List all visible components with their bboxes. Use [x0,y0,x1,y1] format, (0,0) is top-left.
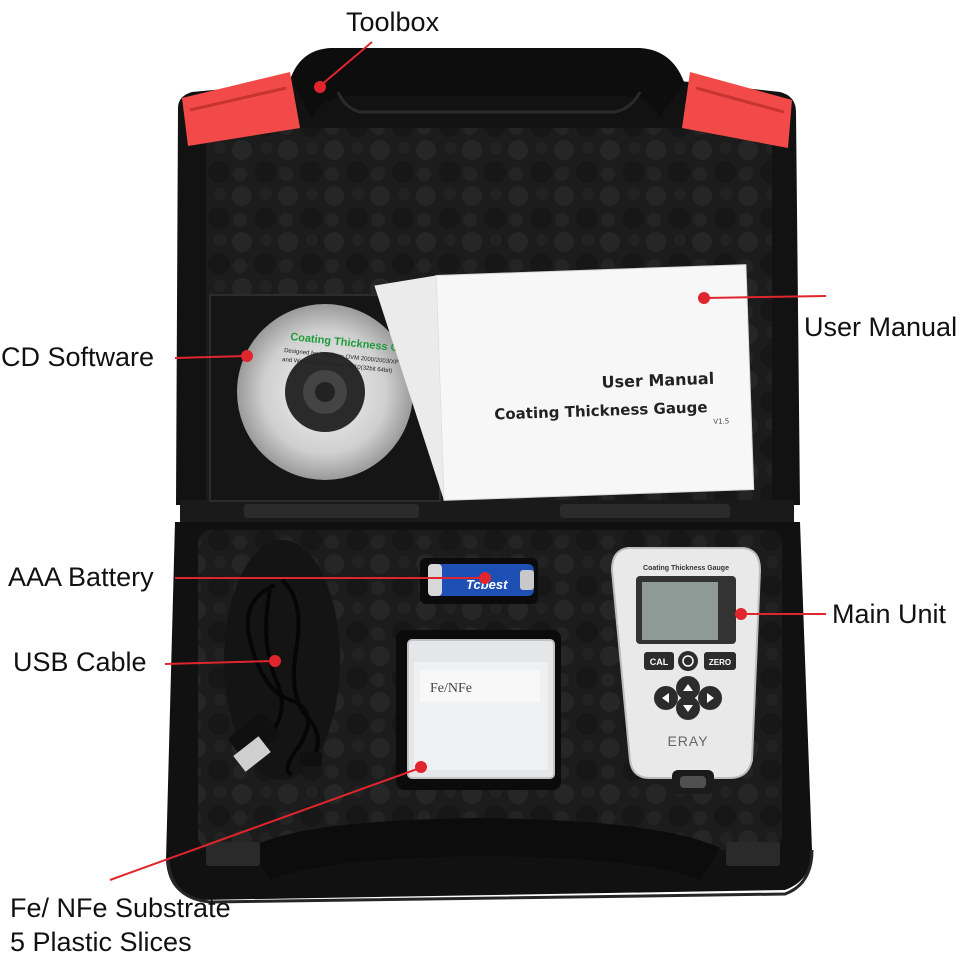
gauge-zero-button: ZERO [709,658,731,667]
substrate-bag: Fe/NFe [407,639,555,779]
user-manual: User Manual Coating Thickness Gauge V1.5 [374,264,755,501]
manual-title: User Manual [601,369,714,392]
usb-cable [245,578,320,777]
manual-version: V1.5 [713,417,729,426]
gauge-brand: ERAY [667,733,708,749]
aaa-battery-label: AAA Battery [8,562,154,592]
latch-left [182,72,300,146]
usb-plug [228,712,322,772]
case-hinges [180,500,794,524]
gauge-header: Coating Thickness Gauge [643,565,729,572]
substrate-label: Fe/ NFe Substrate 5 Plastic Slices [10,892,231,960]
bag-label: Fe/NFe [430,681,472,696]
usb-cable-label: USB Cable [13,647,147,677]
latch-right [682,72,792,148]
battery-brand: Tcbest [466,577,508,592]
arrow-up-icon [683,684,693,691]
main-unit-label: Main Unit [832,599,947,629]
callout-lines [109,41,827,881]
toolbox-label: Toolbox [346,7,440,37]
power-icon [678,651,698,671]
gauge-cal-button: CAL [650,657,669,667]
arrow-right-icon [707,693,714,703]
cd-software-label: CD Software [1,342,155,372]
user-manual-label: User Manual [804,312,958,342]
arrow-down-icon [683,705,693,712]
substrate-label-line1: Fe/ NFe Substrate [10,893,231,923]
substrate-label-line2: 5 Plastic Slices [10,926,192,957]
main-unit: Coating Thickness Gauge CAL ZERO ERAY [610,547,762,794]
arrow-left-icon [662,693,669,703]
